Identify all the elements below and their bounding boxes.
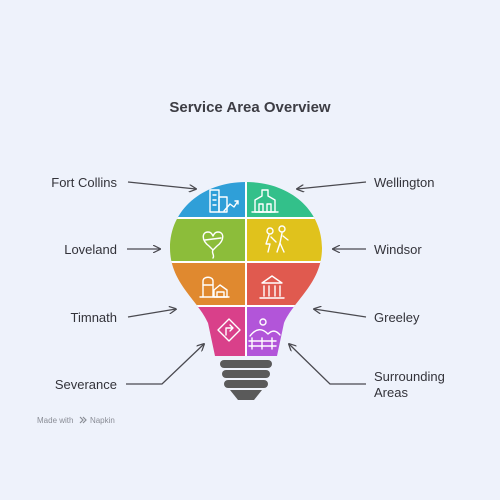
courthouse-icon	[259, 275, 285, 299]
heart-balloon-icon	[202, 231, 224, 259]
label-timnath: Timnath	[70, 310, 117, 325]
family-walking-icon	[265, 225, 289, 253]
landscape-fence-icon	[248, 318, 281, 350]
label-windsor: Windsor	[374, 242, 422, 257]
label-surrounding: Surrounding	[374, 369, 445, 384]
arrow-wellington	[297, 181, 367, 189]
segment-fort-collins	[170, 182, 246, 218]
label-fort-collins: Fort Collins	[51, 175, 117, 190]
label-areas: Areas	[374, 385, 408, 400]
segment-severance	[170, 306, 246, 356]
napkin-brand-text: Napkin	[89, 416, 115, 425]
label-severance: Severance	[54, 377, 117, 392]
farm-barn-icon	[199, 276, 230, 298]
segment-windsor	[246, 218, 322, 262]
label-wellington: Wellington	[374, 175, 435, 190]
city-buildings-icon	[209, 189, 239, 213]
napkin-logo-icon	[79, 416, 87, 424]
road-sign-icon	[217, 318, 241, 342]
bulb-base	[220, 360, 272, 400]
page-title: Service Area Overview	[169, 99, 331, 116]
napkin-credit: Made with Napkin	[37, 416, 115, 425]
arrow-fort-collins	[127, 181, 196, 189]
label-greeley: Greeley	[374, 310, 420, 325]
label-loveland: Loveland	[64, 242, 117, 257]
segment-surrounding-areas	[246, 306, 322, 356]
made-with-text: Made with	[37, 416, 74, 425]
landmark-building-icon	[251, 189, 279, 213]
arrow-surrounding-areas	[289, 344, 366, 385]
arrow-severance	[126, 344, 204, 385]
segment-greeley	[246, 262, 322, 306]
arrow-timnath	[127, 309, 176, 318]
arrow-greeley	[314, 309, 367, 318]
segment-loveland	[170, 218, 246, 262]
